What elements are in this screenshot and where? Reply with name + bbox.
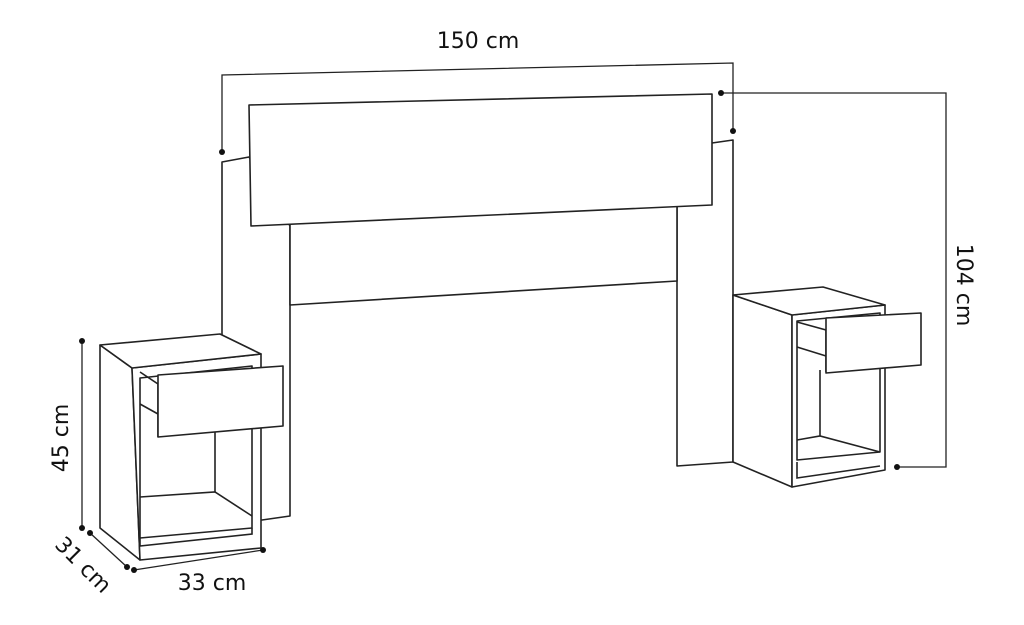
- width-total-label: 150 cm: [437, 29, 520, 54]
- height-total-label: 104 cm: [951, 244, 976, 327]
- headboard-top-panel: [248, 93, 713, 227]
- right-nightstand: [732, 286, 922, 488]
- right-nightstand-top: [732, 286, 886, 316]
- nightstand-depth-label: 31 cm: [50, 532, 116, 598]
- left-nightstand: [99, 333, 284, 561]
- left-nightstand-drawer: [157, 365, 284, 438]
- width-total-line: [221, 62, 734, 152]
- left-nightstand-top: [99, 333, 262, 369]
- nightstand-width-line: [133, 549, 264, 571]
- height-total-line: [721, 92, 947, 468]
- nightstand-height-label: 45 cm: [49, 404, 74, 473]
- dimension-lines: [79, 62, 947, 573]
- right-nightstand-side: [732, 294, 793, 488]
- nightstand-depth-line: [89, 532, 128, 568]
- headboard: [221, 93, 734, 521]
- nightstand-width-label: 33 cm: [178, 571, 247, 596]
- right-nightstand-drawer: [825, 312, 922, 374]
